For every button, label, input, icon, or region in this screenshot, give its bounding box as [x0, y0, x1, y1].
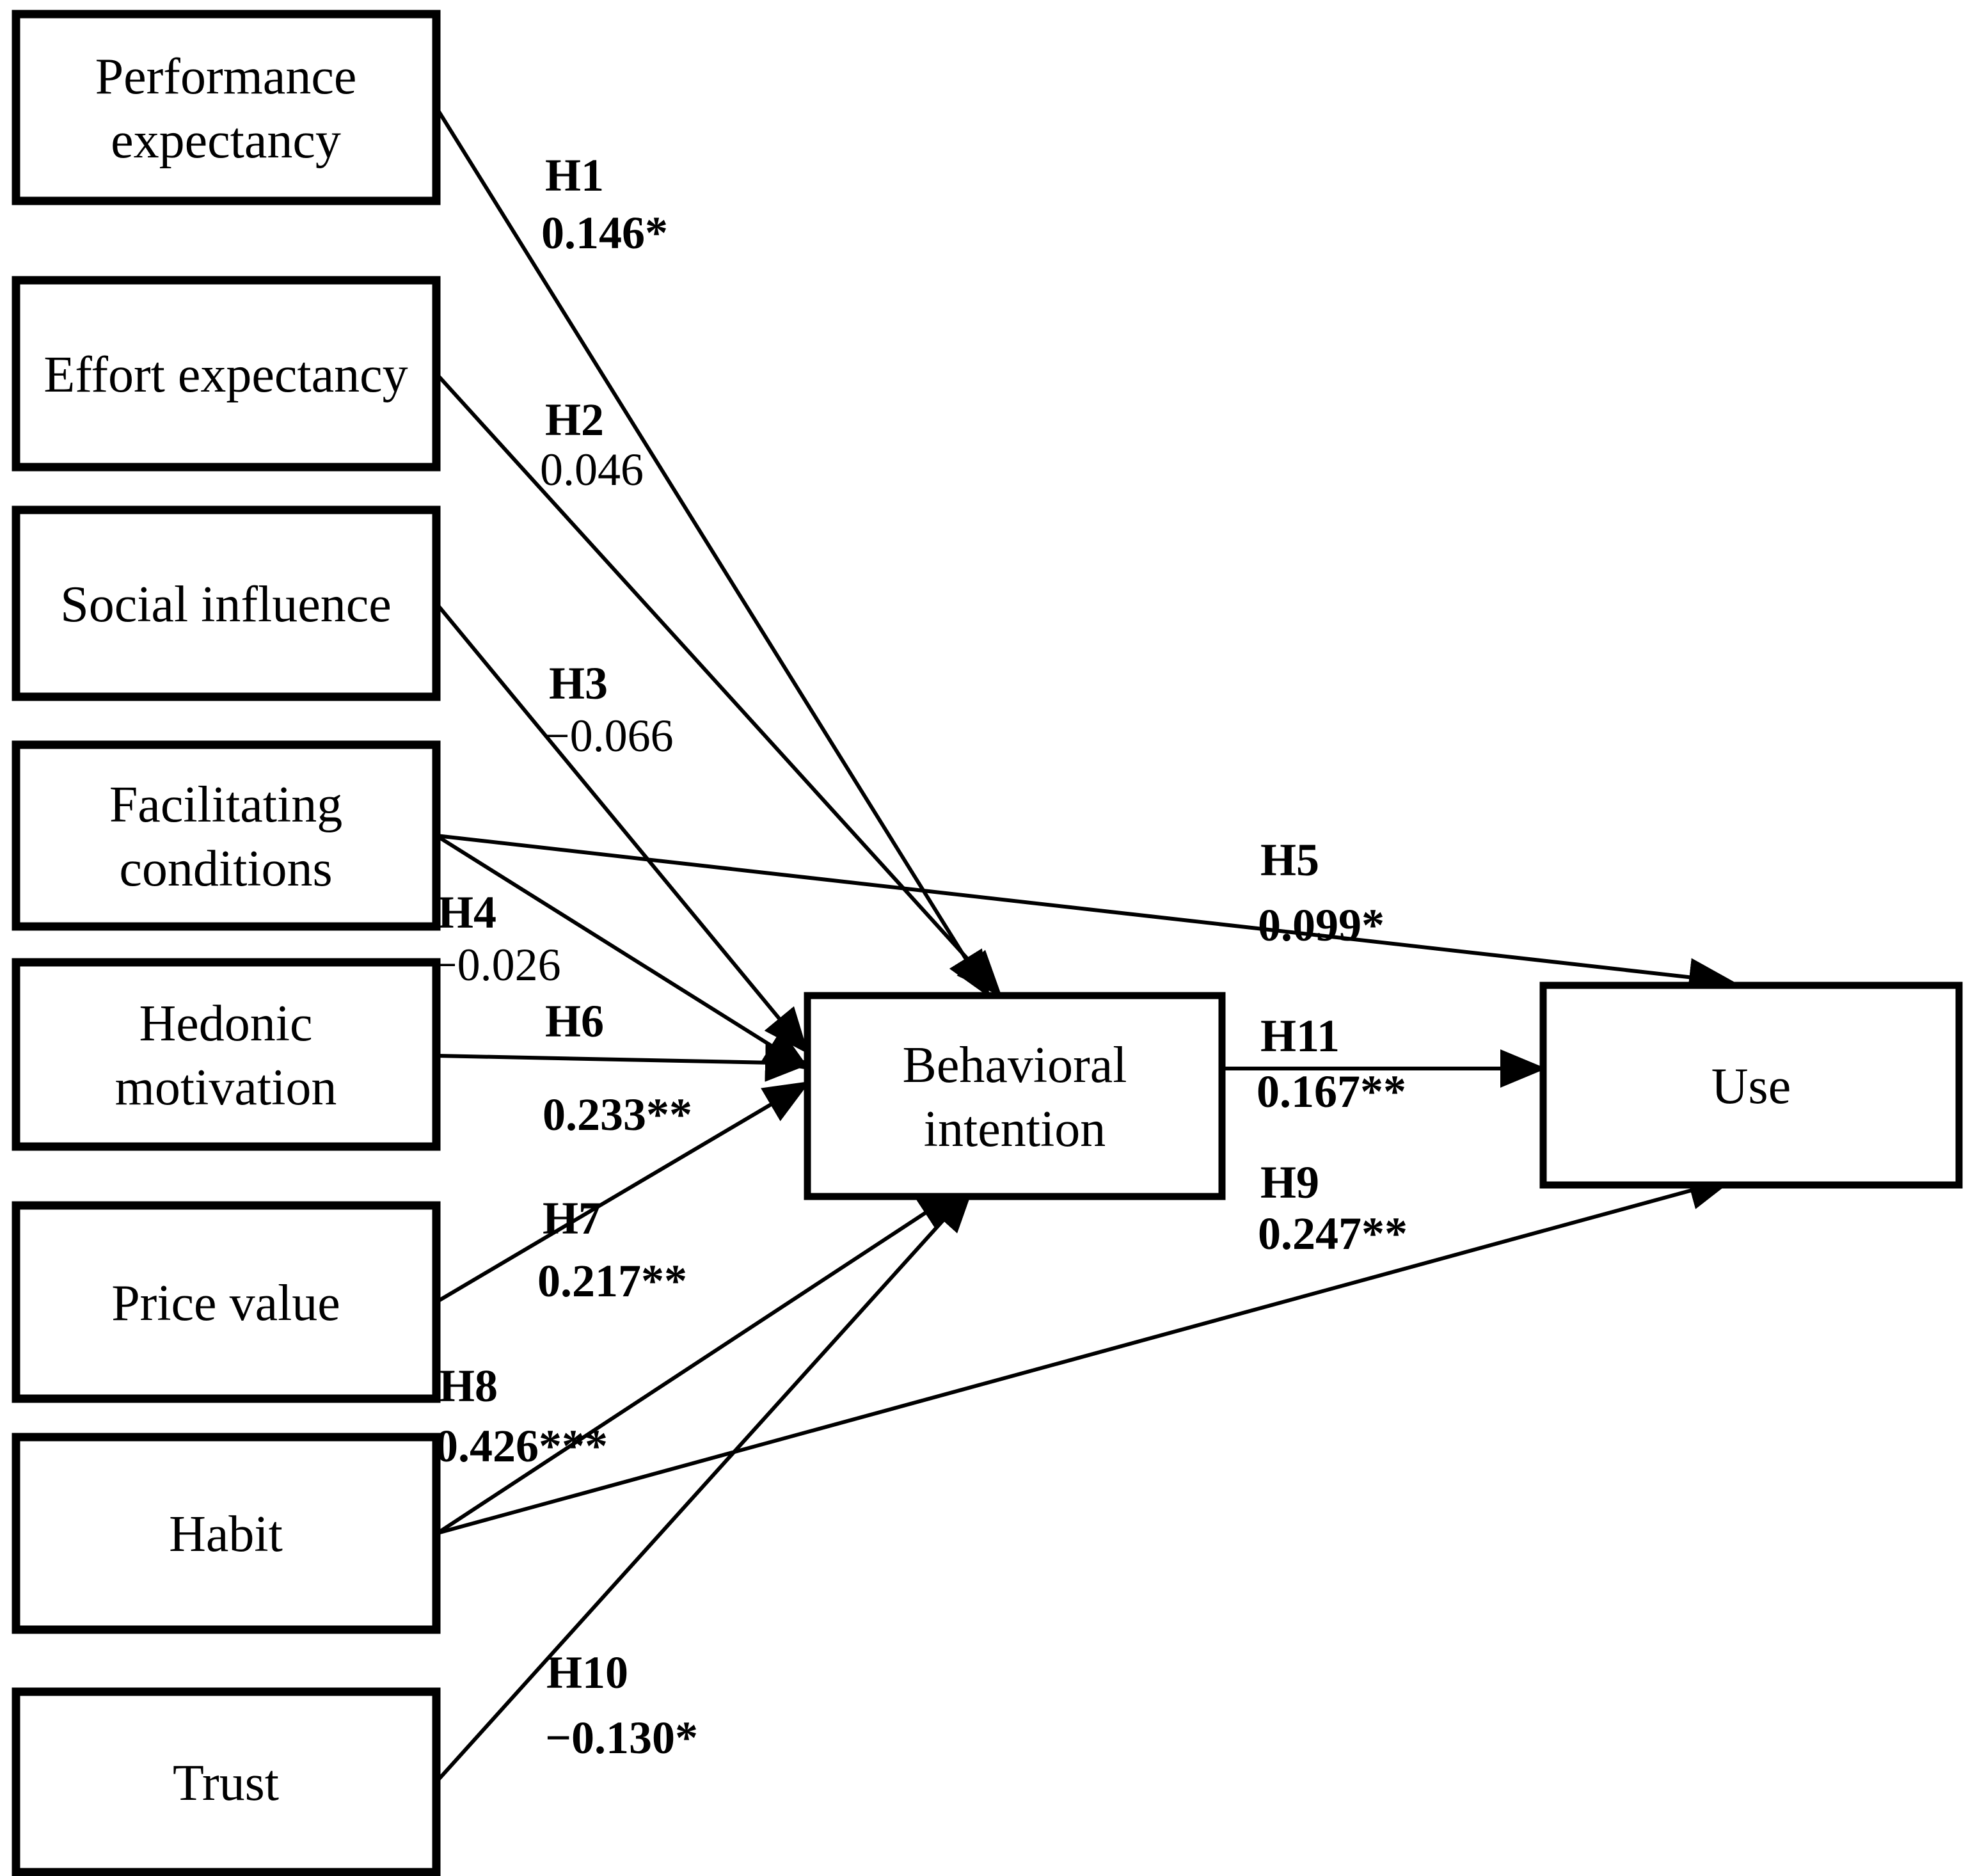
- path-arrow-h10: [434, 1186, 974, 1784]
- path-arrow-h1: [434, 106, 990, 998]
- path-arrow-h8: [436, 1188, 964, 1535]
- path-arrow-h6: [436, 1043, 811, 1082]
- price-value-label: Price value: [111, 1275, 340, 1331]
- hedonic-motivation-label-line1: Hedonic: [139, 996, 312, 1052]
- h7-coefficient: 0.217**: [537, 1255, 687, 1307]
- path-arrow-h2: [434, 372, 1003, 997]
- social-influence-box: [12, 505, 441, 701]
- construct-social-influence: Social influence: [12, 505, 441, 701]
- path-arrows: [434, 106, 1735, 1784]
- h7-label: H7: [543, 1193, 601, 1244]
- performance-expectancy-label-line1: Performance: [95, 49, 357, 105]
- h9-coefficient: 0.247**: [1258, 1208, 1408, 1259]
- construct-performance-expectancy: Performance expectancy: [12, 10, 441, 205]
- h3-label: H3: [549, 658, 608, 709]
- construct-hedonic-motivation: Hedonic motivation: [12, 958, 441, 1151]
- h2-coefficient: 0.046: [540, 444, 644, 495]
- path-arrow-h7: [435, 1081, 811, 1304]
- h4-coefficient: −0.026: [431, 939, 561, 990]
- hedonic-motivation-label-line2: motivation: [115, 1060, 337, 1116]
- behavioral-intention-label-line1: Behavioral: [903, 1037, 1127, 1093]
- path-labels: H1 0.146* H2 0.046 H3 −0.066 H4 −0.026 H…: [431, 150, 1408, 1763]
- path-arrow-h9: [437, 1172, 1735, 1535]
- habit-label: Habit: [169, 1506, 283, 1562]
- facilitating-conditions-label-line1: Facilitating: [109, 777, 342, 833]
- trust-box: [12, 1687, 441, 1876]
- h1-coefficient: 0.146*: [541, 207, 668, 258]
- path-arrow-h4: [435, 834, 811, 1070]
- construct-behavioral-intention: Behavioral intention: [804, 992, 1226, 1200]
- performance-expectancy-label-line2: expectancy: [111, 113, 341, 169]
- construct-trust: Trust: [12, 1687, 441, 1876]
- h5-coefficient: 0.099*: [1258, 900, 1385, 951]
- habit-box: [12, 1433, 441, 1634]
- behavioral-intention-label-line2: intention: [924, 1101, 1106, 1157]
- h6-coefficient: 0.233**: [543, 1089, 692, 1140]
- performance-expectancy-box: [12, 10, 441, 205]
- h2-label: H2: [545, 394, 604, 445]
- social-influence-label: Social influence: [60, 576, 392, 633]
- h5-label: H5: [1260, 834, 1319, 886]
- h11-coefficient: 0.167**: [1257, 1066, 1406, 1117]
- h4-label: H4: [438, 887, 496, 938]
- use-box: [1539, 982, 1963, 1189]
- h9-label: H9: [1260, 1157, 1319, 1208]
- trust-label: Trust: [173, 1755, 279, 1811]
- price-value-box: [12, 1201, 441, 1403]
- h8-label: H8: [439, 1360, 498, 1411]
- construct-effort-expectancy: Effort expectancy: [12, 276, 441, 472]
- effort-expectancy-box: [12, 276, 441, 472]
- h10-coefficient: −0.130*: [545, 1712, 698, 1763]
- facilitating-conditions-label-line2: conditions: [119, 841, 332, 897]
- h3-coefficient: −0.066: [544, 710, 674, 761]
- construct-use: Use: [1539, 982, 1963, 1189]
- construct-price-value: Price value: [12, 1201, 441, 1403]
- path-arrow-h3: [434, 602, 809, 1054]
- construct-facilitating-conditions: Facilitating conditions: [12, 740, 441, 931]
- use-label: Use: [1711, 1058, 1791, 1115]
- path-arrow-h5: [436, 834, 1735, 997]
- effort-expectancy-label: Effort expectancy: [44, 347, 408, 403]
- construct-habit: Habit: [12, 1433, 441, 1634]
- h10-label: H10: [546, 1647, 628, 1698]
- behavioral-intention-box: [804, 992, 1226, 1200]
- h1-label: H1: [545, 150, 604, 201]
- h8-coefficient: 0.426***: [435, 1420, 608, 1472]
- h11-label: H11: [1260, 1010, 1340, 1061]
- facilitating-conditions-box: [12, 740, 441, 931]
- hedonic-motivation-box: [12, 958, 441, 1151]
- h6-label: H6: [545, 996, 604, 1047]
